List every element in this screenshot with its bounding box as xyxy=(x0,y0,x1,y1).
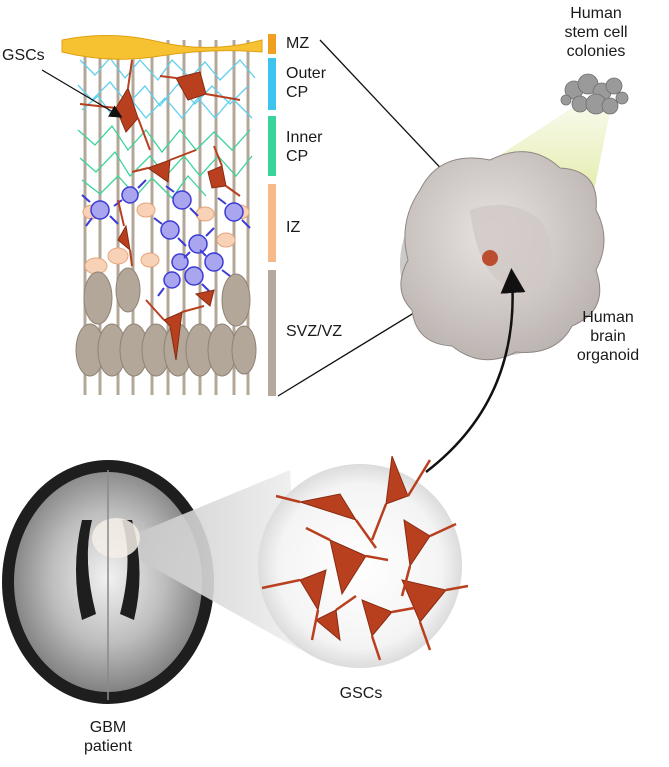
label-outer-cp: Outer CP xyxy=(286,64,326,102)
label-patient-line1: GBM xyxy=(89,719,127,736)
label-stem-colonies-line1: Human xyxy=(570,5,622,22)
stem-cell-colonies xyxy=(560,73,629,115)
gscs-top-pointer xyxy=(41,69,123,118)
label-gscs-bottom: GSCs xyxy=(339,685,383,702)
schematic-gsc-processes xyxy=(79,59,241,321)
vz-radial-glia xyxy=(75,267,257,377)
label-patient: GBM patient xyxy=(68,718,148,756)
zone-bar-iz xyxy=(268,184,276,262)
zone-bar-mz xyxy=(268,34,276,54)
zone-bar-svz-vz xyxy=(268,270,276,396)
label-svz-vz: SVZ/VZ xyxy=(286,323,343,340)
organoid-gsc xyxy=(482,250,498,266)
label-organoid-line3: organoid xyxy=(576,347,640,364)
label-mz: MZ xyxy=(286,35,310,52)
schematic-gscs xyxy=(115,71,227,361)
zoom-gscs xyxy=(298,455,447,642)
interneurons xyxy=(90,186,244,289)
label-inner-cp-line1: Inner xyxy=(286,129,323,146)
label-organoid-line2: brain xyxy=(590,328,626,345)
label-patient-line2: patient xyxy=(83,738,133,755)
zone-bar-outer-cp xyxy=(268,58,276,110)
zone-bar-inner-cp xyxy=(268,116,276,176)
label-iz: IZ xyxy=(286,219,301,236)
cortex-schematic xyxy=(61,35,263,395)
label-organoid-line1: Human xyxy=(582,309,634,326)
zoom-gsc-processes xyxy=(261,459,469,661)
brain-organoid xyxy=(400,151,605,361)
tumor xyxy=(92,518,140,558)
zoom-circle xyxy=(258,455,469,668)
label-inner-cp: Inner CP xyxy=(286,128,322,166)
label-inner-cp-line2: CP xyxy=(286,148,309,165)
mz-band xyxy=(61,35,263,60)
label-outer-cp-line1: Outer xyxy=(286,65,327,82)
zoom-cone xyxy=(140,470,300,650)
label-gscs-top: GSCs xyxy=(2,47,45,64)
label-stem-colonies: Human stem cell colonies xyxy=(540,4,652,61)
zone-bars xyxy=(268,34,276,396)
label-outer-cp-line2: CP xyxy=(286,84,309,101)
label-stem-colonies-line2: stem cell xyxy=(564,24,628,41)
label-stem-colonies-line3: colonies xyxy=(566,43,626,60)
transplant-arrow xyxy=(425,268,526,473)
label-organoid: Human brain organoid xyxy=(558,308,658,365)
